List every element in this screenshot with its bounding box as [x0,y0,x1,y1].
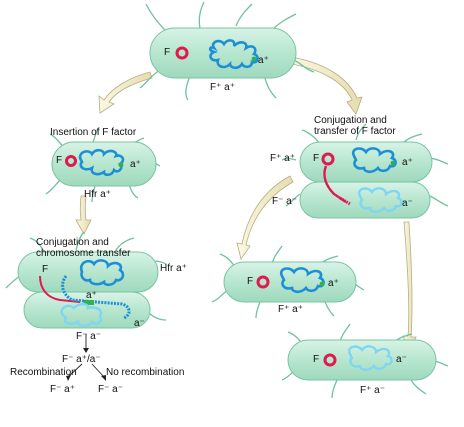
conj-donor-type: F⁺ a⁺ [270,153,296,164]
hfr-gene-label: a⁺ [130,159,141,170]
result1-type: F⁺ a⁺ [278,304,304,315]
transfer-strand [39,275,81,303]
conj-chrom-title-1: Conjugation and [36,237,109,248]
conj-donor-f: F [313,153,320,164]
conjugation-chromosome-pair [5,231,167,329]
merozygote-arrows [66,334,106,381]
cell-result-f-plus-a-plus [211,245,365,319]
cell-top-f-plus [139,1,315,101]
outcome-recomb: F⁻ a⁺ [50,384,76,395]
cell-hfr [45,127,161,203]
f-plasmid [256,275,270,289]
conj-recipient-gene: a⁻ [402,198,413,209]
arrow-to-insertion [98,71,153,114]
result2-gene: a⁻ [396,354,407,365]
f-plasmid [175,46,189,60]
top-f-label: F [164,47,171,58]
donor-f-label: F [42,264,49,275]
arrow-to-result1 [236,175,294,260]
gene-marker [118,162,124,168]
recombination-label: Recombination [10,367,77,378]
conj-donor-gene: a⁺ [402,157,413,168]
top-cell-type: F⁺ a⁺ [210,82,236,93]
recipient-chromosome [358,187,403,213]
recipient-type: F⁻ a⁻ [76,331,102,342]
f-plasmid [321,152,335,166]
donor-chromosome [351,147,397,174]
transferred-gene-marker [84,300,94,305]
gene-marker [390,160,396,166]
cell-result-f-plus-a-minus [281,323,449,399]
recipient-gene-label: a⁻ [134,318,145,329]
hfr-type: Hfr a⁺ [84,189,111,200]
top-gene-label: a⁺ [258,55,269,66]
donor-chromosome [79,259,125,287]
conjugation-f-pair [281,123,449,219]
transfer-gene-label: a⁺ [86,290,97,301]
f-integrated [65,155,77,167]
arrow-to-conjugation [291,57,363,115]
arrow-to-result2 [402,221,417,352]
hfr-f-label: F [56,155,63,166]
transfer-chromosome [61,275,131,320]
merozygote-label: F⁻ a⁺/a⁻ [62,354,101,365]
conj-f-title-2: transfer of F factor [314,126,396,137]
conj-f-title-1: Conjugation and [314,115,387,126]
conj-chrom-title-2: chromosome transfer [36,248,131,259]
gene-marker [251,56,257,62]
chromosome [348,345,393,371]
f-transfer-strand [323,165,347,203]
gene-marker [319,281,325,287]
chromosome [208,39,259,70]
no-recombination-label: No recombination [106,367,185,378]
result2-type: F⁺ a⁻ [360,385,386,396]
result2-f: F [313,354,320,365]
f-plasmid [323,353,337,367]
result1-gene: a⁺ [328,278,339,289]
conj-recipient-type: F⁻ a⁻ [272,196,298,207]
result1-f: F [247,276,254,287]
insertion-title: Insertion of F factor [50,127,137,138]
outcome-norecomb: F⁻ a⁻ [98,384,124,395]
recipient-chromosome [60,303,103,327]
donor-type: Hfr a⁺ [160,263,187,274]
arrow-hfr-down [75,195,92,235]
